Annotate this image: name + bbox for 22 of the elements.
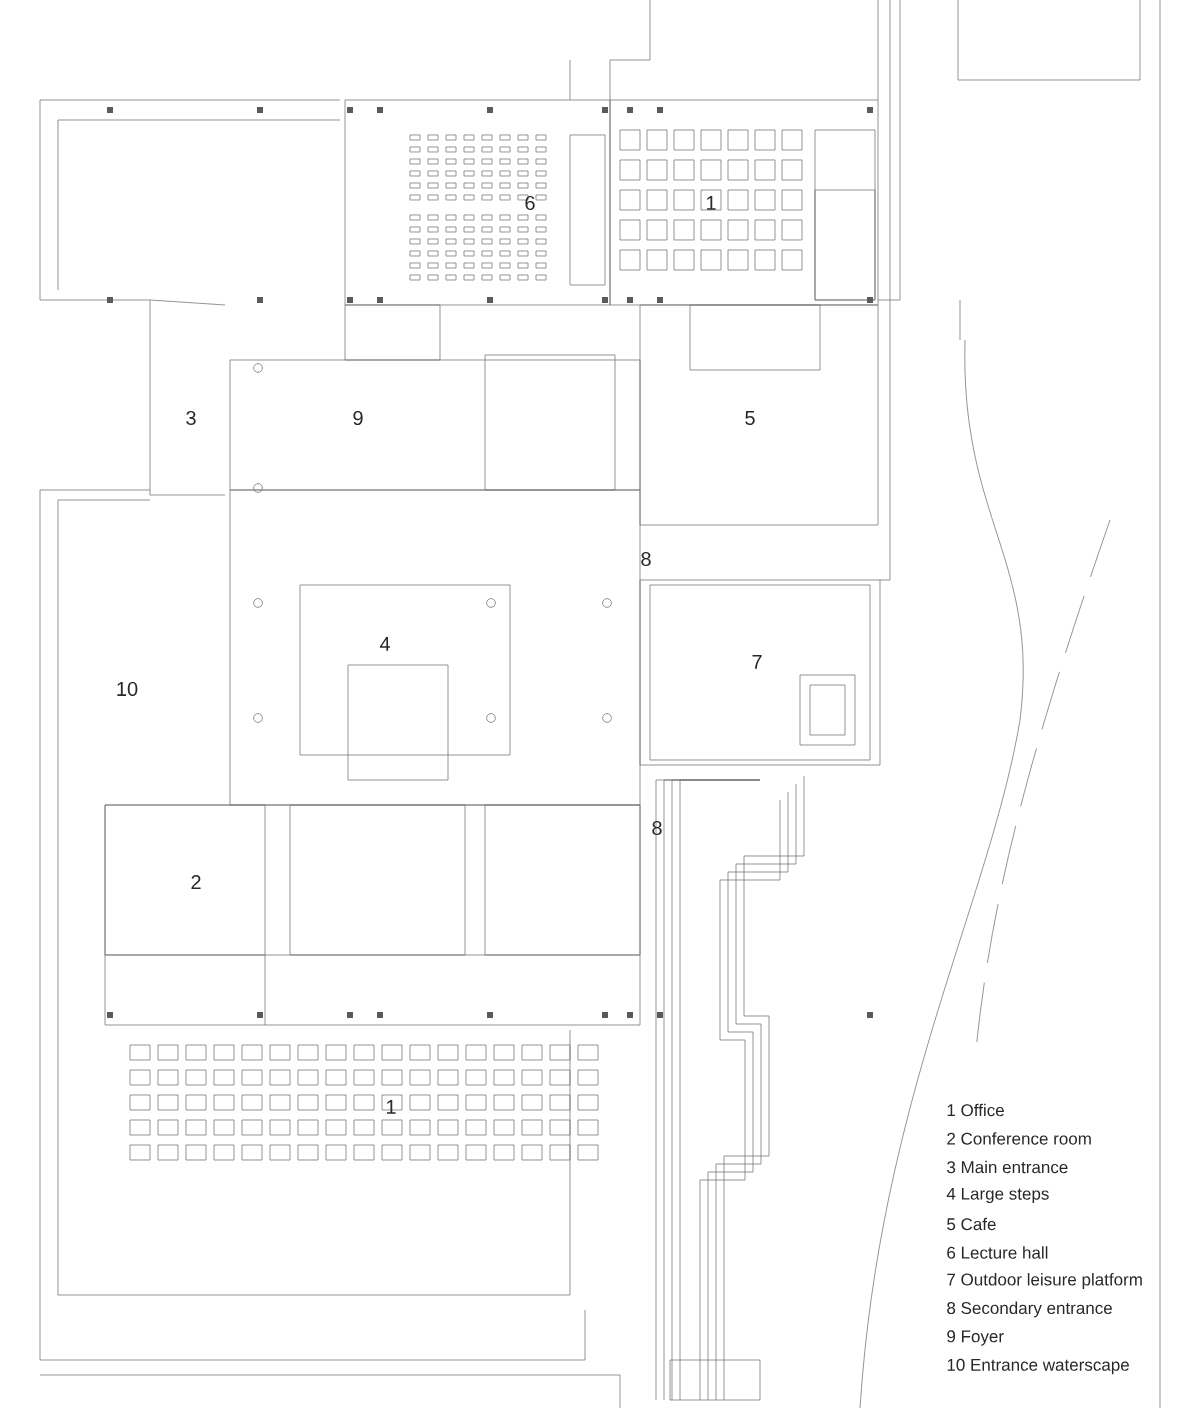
room-number: 7 <box>752 655 762 669</box>
room-number: 6 <box>525 195 535 211</box>
room-number: 1 <box>387 1100 396 1114</box>
legend-entry: 10 Entrance waterscape <box>947 1358 1129 1375</box>
legend-entry: 7 Outdoor leisure platform <box>947 1273 1142 1289</box>
room-number: 10 <box>117 681 138 697</box>
room-number: 9 <box>353 410 363 426</box>
legend-entry: 4 Large steps <box>946 1187 1049 1204</box>
room-number: 5 <box>745 411 755 425</box>
room-number: 2 <box>191 875 201 889</box>
room-number: 3 <box>186 410 196 426</box>
legend-entry: 2 Conference room <box>947 1132 1091 1145</box>
legend-entry: 5 Cafe <box>947 1217 996 1231</box>
legend-entry: 8 Secondary entrance <box>947 1301 1112 1318</box>
legend-entry: 6 Lecture hall <box>947 1246 1048 1259</box>
legend-entry: 3 Main entrance <box>947 1160 1068 1174</box>
room-number: 8 <box>641 551 651 567</box>
room-number: 1 <box>707 196 716 210</box>
room-number: 4 <box>379 637 390 651</box>
legend-entry: 9 Foyer <box>947 1330 1004 1346</box>
room-number: 8 <box>652 820 662 836</box>
legend-entry: 1 Office <box>947 1103 1004 1117</box>
